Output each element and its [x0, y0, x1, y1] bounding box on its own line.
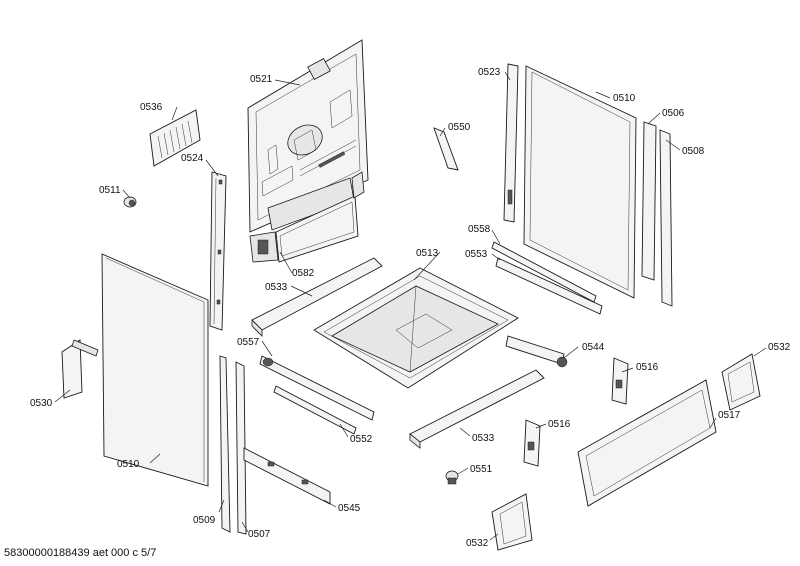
- label-0545: 0545: [338, 503, 361, 514]
- label-0513: 0513: [416, 248, 439, 259]
- rail-0553: [495, 257, 603, 315]
- hinge-0516-upper: [611, 357, 629, 405]
- rail-0506: [641, 121, 657, 281]
- label-0510-left: 0510: [117, 459, 140, 470]
- label-0533-upper: 0533: [265, 282, 288, 293]
- label-0511: 0511: [99, 185, 121, 196]
- tray-rail-0533-upper: [251, 257, 383, 337]
- label-0517: 0517: [718, 410, 741, 421]
- document-footer-id: 58300000188439 aet 000 c 5/7: [4, 547, 157, 559]
- back-panel-0521: [247, 39, 369, 233]
- label-0536: 0536: [140, 102, 163, 113]
- label-0532-right: 0532: [768, 342, 791, 353]
- tray-rail-0533-lower: [409, 369, 545, 449]
- label-0516-upper: 0516: [636, 362, 659, 373]
- label-0506: 0506: [662, 108, 685, 119]
- label-0553: 0553: [465, 249, 488, 260]
- drawer-front-0517: [577, 379, 717, 507]
- foot-0551: [445, 470, 459, 485]
- label-0550: 0550: [448, 122, 471, 133]
- rail-0509: [219, 355, 231, 533]
- label-0508: 0508: [682, 146, 705, 157]
- side-rail-0524: [209, 171, 227, 331]
- rail-0545: [243, 447, 331, 505]
- label-0510-right: 0510: [613, 93, 636, 104]
- bracket-0530: [61, 339, 99, 399]
- bracket-0532-bottom: [491, 493, 533, 551]
- side-panel-left-0510: [101, 253, 209, 487]
- label-0524: 0524: [181, 153, 204, 164]
- label-0544: 0544: [582, 342, 605, 353]
- label-0516-lower: 0516: [548, 419, 571, 430]
- telescopic-rail-0557: [259, 355, 375, 421]
- label-0557: 0557: [237, 337, 260, 348]
- bracket-0550: [433, 127, 459, 171]
- label-0551: 0551: [470, 464, 493, 475]
- rail-0544: [505, 335, 568, 368]
- label-0552: 0552: [350, 434, 373, 445]
- knob-0511: [123, 196, 137, 208]
- label-0530: 0530: [30, 398, 53, 409]
- label-0533-lower: 0533: [472, 433, 495, 444]
- label-0532-bottom: 0532: [466, 538, 489, 549]
- rail-0508: [659, 129, 673, 307]
- hinge-0516-lower: [523, 419, 541, 467]
- label-0523: 0523: [478, 67, 501, 78]
- side-rail-0523: [503, 63, 519, 223]
- label-0507: 0507: [248, 529, 271, 540]
- vent-grille-0536: [149, 109, 201, 167]
- side-panel-right-0510: [523, 65, 637, 299]
- label-0521: 0521: [250, 74, 273, 85]
- baking-tray-0513: [313, 267, 519, 389]
- rail-0507: [235, 361, 247, 535]
- telescopic-rail-0552: [273, 385, 357, 435]
- bracket-0532-right: [721, 353, 761, 411]
- label-0582: 0582: [292, 268, 315, 279]
- lower-bracket-0582: [249, 171, 365, 263]
- label-0509: 0509: [193, 515, 216, 526]
- leader-lines: [54, 71, 767, 541]
- part-labels: 0521 0536 0524 0511 0582 0533 0513 0523 …: [30, 67, 791, 549]
- label-0558: 0558: [468, 224, 491, 235]
